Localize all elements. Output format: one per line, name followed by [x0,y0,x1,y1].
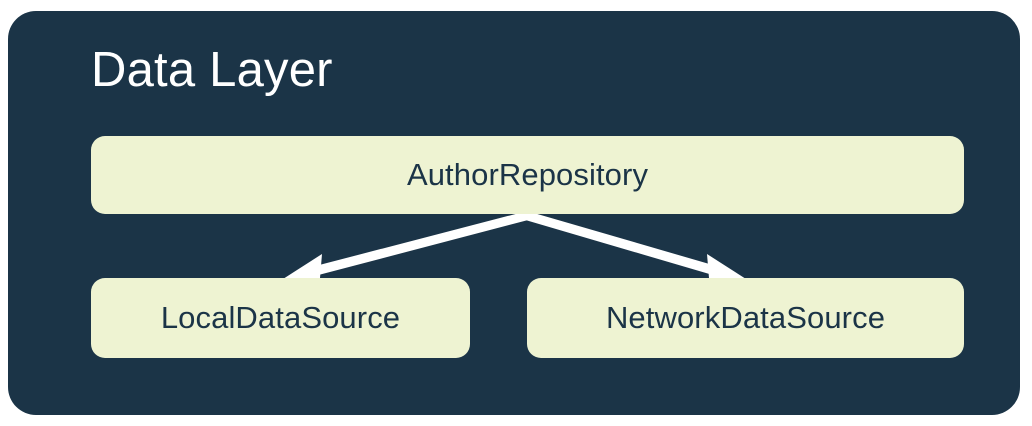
node-label: LocalDataSource [160,300,401,335]
node-label: NetworkDataSource [605,300,886,335]
node-local-data-source[interactable]: LocalDataSource [91,278,470,358]
node-label: AuthorRepository [406,157,649,192]
page-title: Data Layer [91,43,333,97]
node-network-data-source[interactable]: NetworkDataSource [527,278,964,358]
node-author-repository[interactable]: AuthorRepository [91,136,964,214]
